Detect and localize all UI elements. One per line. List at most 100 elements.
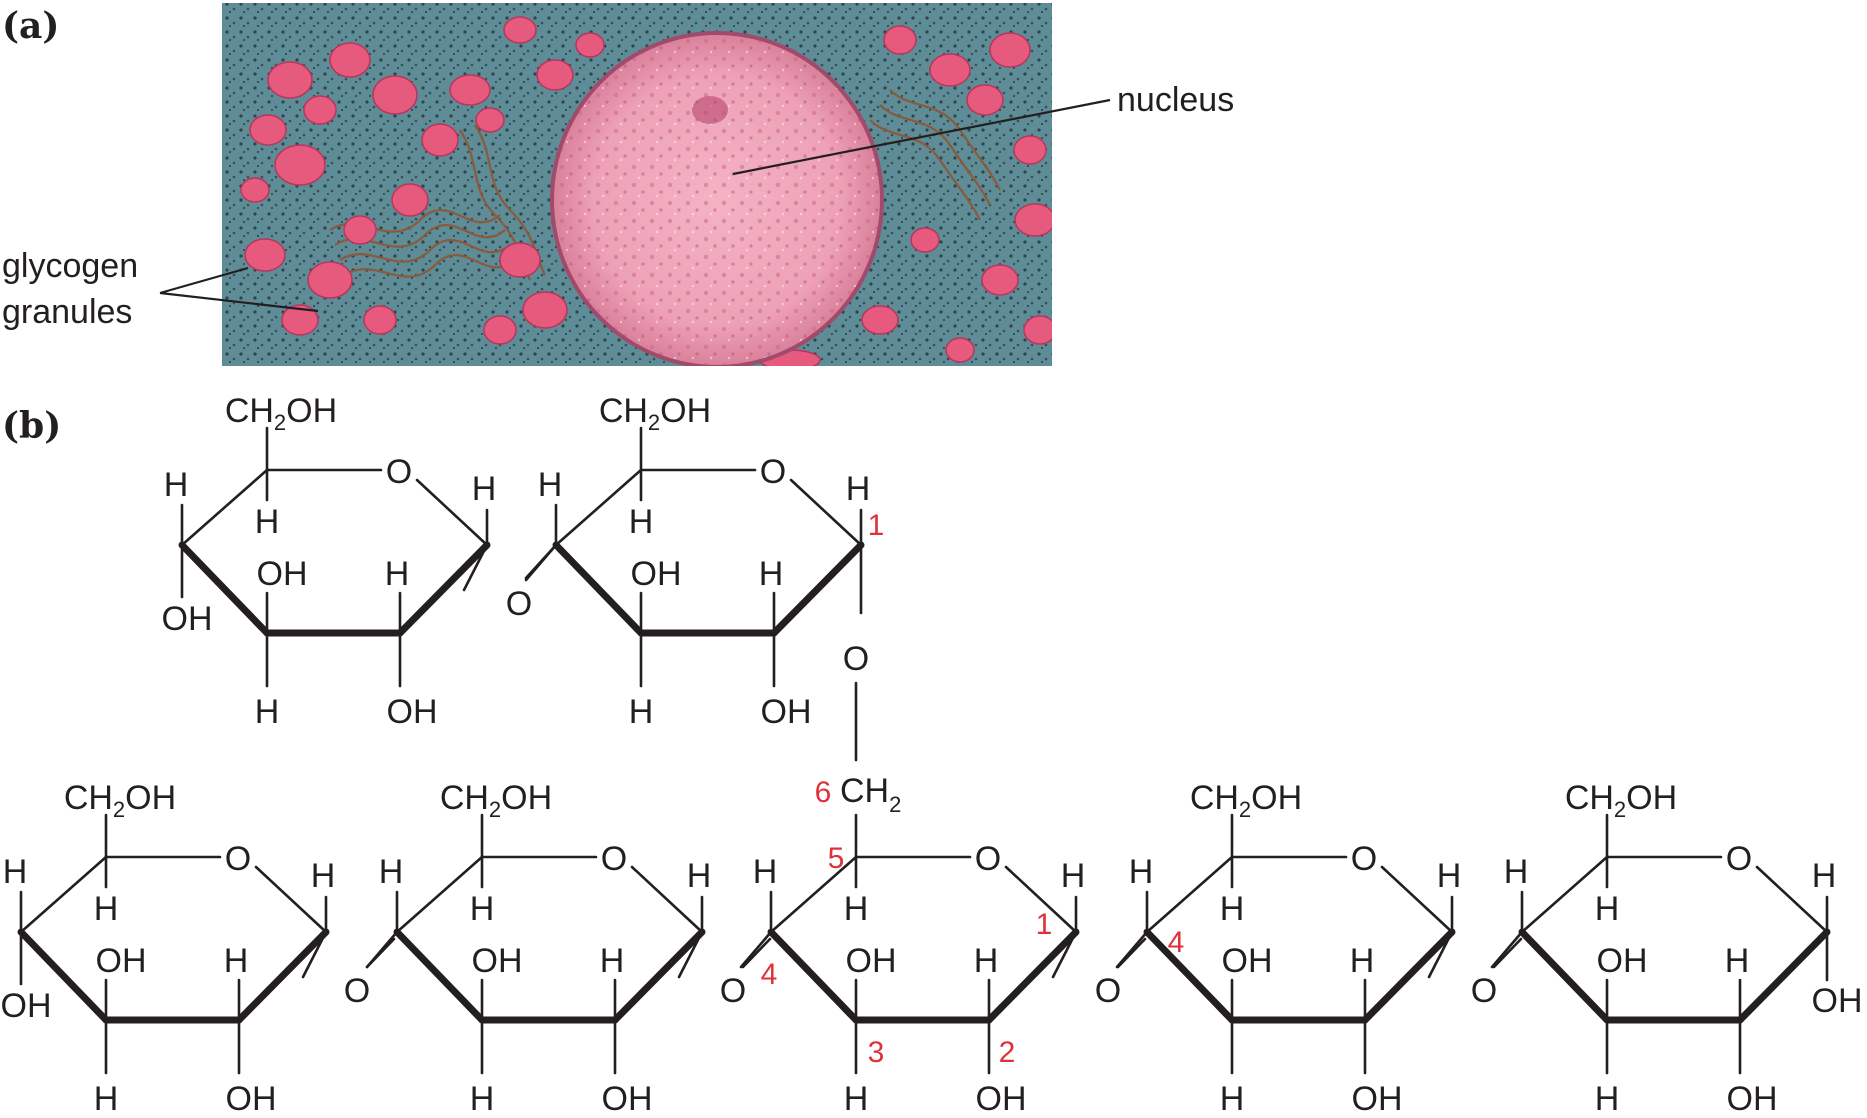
ring-bond	[415, 478, 489, 547]
ch2oh-group: CH2OH	[1190, 779, 1302, 822]
organelle-blob	[343, 215, 377, 245]
organelle-blob	[1013, 135, 1047, 165]
membrane-fold	[879, 104, 991, 206]
ring-bond-front	[770, 541, 865, 637]
glycosidic-bond	[1427, 930, 1454, 979]
glycosidic-bond	[739, 930, 773, 969]
hydrogen-atom: H	[1220, 890, 1245, 928]
organelle-blob	[449, 74, 491, 106]
hydroxyl-group: OH	[1352, 1080, 1403, 1113]
hydrogen-atom: H	[311, 857, 336, 895]
glycosidic-bond	[524, 543, 558, 582]
ring-bond-front	[1361, 928, 1456, 1024]
hydroxyl-group: OH	[631, 555, 682, 593]
organelle-blob	[989, 32, 1031, 68]
ring-bond-front	[178, 541, 271, 637]
ch2oh-group: CH2OH	[64, 779, 176, 822]
glycosidic-bond	[1116, 937, 1147, 969]
organelle-blob	[910, 227, 940, 253]
glycosidic-bond	[1490, 930, 1524, 969]
carbon-number-1: 1	[1036, 908, 1053, 941]
hydrogen-atom: H	[379, 853, 404, 891]
ring-oxygen: O	[975, 840, 1001, 878]
organelle-blob	[363, 305, 397, 335]
panel-label-b: (b)	[2, 405, 61, 447]
hydroxyl-group: OH	[162, 600, 213, 638]
glycosidic-oxygen: O	[720, 972, 746, 1010]
glycosidic-bond	[677, 930, 704, 979]
hydroxyl-group: OH	[387, 693, 438, 731]
hydroxyl-group: OH	[1597, 942, 1648, 980]
ring-bond-front	[611, 928, 706, 1024]
glycosidic-oxygen: O	[506, 585, 532, 623]
hydrogen-atom: H	[538, 466, 563, 504]
ring-bond	[180, 468, 269, 547]
ring-bond	[1755, 865, 1829, 934]
organelle-blob	[281, 304, 319, 336]
micrograph	[222, 3, 1052, 366]
hydrogen-atom: H	[1504, 853, 1529, 891]
nucleus-texture	[554, 35, 880, 365]
nucleus-label: nucleus	[1117, 81, 1234, 119]
ch2oh-group: CH2OH	[599, 392, 711, 435]
nucleolus	[692, 96, 728, 124]
carbon-number-1: 1	[868, 509, 885, 542]
organelle-blob	[249, 114, 287, 146]
organelle-blob	[1023, 315, 1052, 345]
ring-bond-front	[235, 928, 330, 1024]
ring-bond	[1520, 855, 1609, 934]
ring-bond-front	[552, 541, 645, 637]
glycosidic-oxygen: O	[1095, 972, 1121, 1010]
ch2oh-group: CH2OH	[225, 392, 337, 435]
ring-bond-front	[1736, 928, 1831, 1024]
glycogen-structure: OCH2OHHHHOHOHHHOHOOCH2OHHHHOHHHOH1OOCH2O…	[1, 392, 1863, 1118]
hydrogen-atom: H	[846, 470, 871, 508]
hydrogen-atom: H	[164, 466, 189, 504]
carbon-number-2: 2	[999, 1036, 1016, 1069]
organelle-blob	[391, 183, 429, 217]
hydrogen-atom: H	[470, 890, 495, 928]
ring-bond	[1380, 865, 1454, 934]
organelle-blob	[522, 291, 568, 329]
ring-bond	[395, 855, 484, 934]
ring-bond	[254, 865, 328, 934]
ch2-group: CH2	[840, 772, 901, 817]
ring-bond	[19, 855, 108, 934]
ring-bond-front	[985, 928, 1080, 1024]
organelle-blob	[981, 264, 1019, 296]
hydrogen-atom: H	[1061, 857, 1086, 895]
ring-bond	[1004, 865, 1078, 934]
organelle-blob	[503, 16, 537, 44]
hydroxyl-group: OH	[846, 942, 897, 980]
ring-bond-front	[1143, 928, 1236, 1024]
hydroxyl-group: OH	[1222, 942, 1273, 980]
hydroxyl-group: OH	[472, 942, 523, 980]
hydroxyl-group: OH	[1812, 982, 1863, 1020]
panel-label-a: (a)	[2, 5, 59, 47]
ring-oxygen: O	[225, 840, 251, 878]
organelle-blob	[575, 32, 605, 58]
carbon-number-4: 4	[761, 958, 778, 991]
organelle-blob	[861, 305, 899, 335]
hydrogen-atom: H	[224, 942, 249, 980]
membrane-fold	[339, 238, 511, 263]
hydrogen-atom: H	[255, 503, 280, 541]
carbon-number-6: 6	[815, 776, 832, 809]
ring-bond-front	[1518, 928, 1611, 1024]
hydrogen-atom: H	[1350, 942, 1375, 980]
glycosidic-oxygen: O	[1471, 972, 1497, 1010]
hydrogen-atom: H	[94, 890, 119, 928]
organelle-blob	[929, 53, 971, 87]
organelles	[240, 16, 1052, 366]
organelle-blob	[966, 84, 1004, 116]
glycosidic-bond	[365, 937, 396, 969]
hydrogen-atom: H	[629, 503, 654, 541]
ch2oh-group: CH2OH	[1565, 779, 1677, 822]
ring-bond	[1145, 855, 1234, 934]
organelle-blob	[274, 144, 326, 186]
hydrogen-atom: H	[1725, 942, 1750, 980]
hydroxyl-group: OH	[761, 693, 812, 731]
hydrogen-atom: H	[1595, 890, 1620, 928]
carbon-number-3: 3	[868, 1036, 885, 1069]
